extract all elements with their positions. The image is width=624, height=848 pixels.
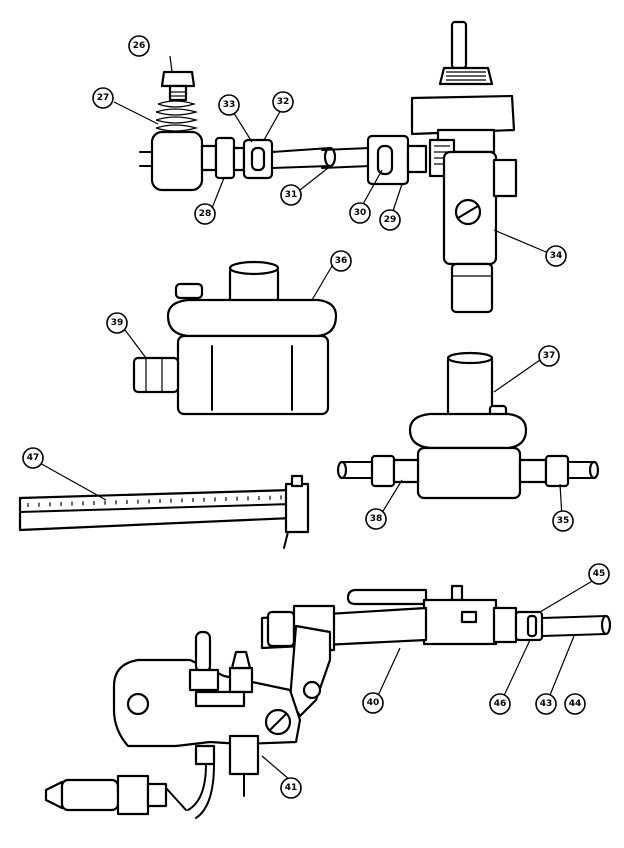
part-cap-26 xyxy=(160,70,196,102)
part-burner-47 xyxy=(18,474,310,549)
callout-26: 26 xyxy=(128,35,150,57)
part-regulator-37 xyxy=(408,351,528,500)
callout-33: 33 xyxy=(218,94,240,116)
part-thermostat-body-27 xyxy=(139,100,236,192)
part-fitting-35 xyxy=(518,454,600,488)
callout-32: 32 xyxy=(272,91,294,113)
svg-text:33: 33 xyxy=(223,100,236,110)
callout-45: 45 xyxy=(588,563,610,585)
part-fitting-33-32 xyxy=(232,138,337,180)
svg-text:31: 31 xyxy=(285,190,298,200)
svg-text:45: 45 xyxy=(593,569,606,579)
svg-text:47: 47 xyxy=(27,453,40,463)
callout-39: 39 xyxy=(106,312,128,334)
callout-37: 37 xyxy=(538,345,560,367)
part-gas-valve-34 xyxy=(410,20,518,314)
part-thermocouple-41 xyxy=(44,734,260,819)
part-pilot-assembly-40 xyxy=(112,584,612,748)
leader-lines xyxy=(37,55,595,781)
part-regulator-36 xyxy=(166,260,338,416)
callout-30: 30 xyxy=(349,202,371,224)
callout-31: 31 xyxy=(280,184,302,206)
svg-text:26: 26 xyxy=(133,41,146,51)
callout-41: 41 xyxy=(280,777,302,799)
svg-text:38: 38 xyxy=(370,514,383,524)
svg-text:46: 46 xyxy=(494,699,507,709)
part-tube-31 xyxy=(321,147,371,169)
part-fitting-30-29 xyxy=(366,134,428,186)
callout-47: 47 xyxy=(22,447,44,469)
svg-text:36: 36 xyxy=(335,256,348,266)
svg-text:40: 40 xyxy=(367,698,380,708)
svg-text:41: 41 xyxy=(285,783,298,793)
svg-text:30: 30 xyxy=(354,208,367,218)
burner-ports xyxy=(27,495,282,507)
callout-34: 34 xyxy=(545,245,567,267)
callout-28: 28 xyxy=(194,203,216,225)
svg-text:29: 29 xyxy=(384,215,397,225)
svg-text:43: 43 xyxy=(540,699,553,709)
svg-text:34: 34 xyxy=(550,251,563,261)
svg-text:32: 32 xyxy=(277,97,290,107)
callout-44: 44 xyxy=(564,693,586,715)
svg-text:28: 28 xyxy=(199,209,212,219)
callout-46: 46 xyxy=(489,693,511,715)
callout-38: 38 xyxy=(365,508,387,530)
callout-36: 36 xyxy=(330,250,352,272)
part-fitting-38 xyxy=(336,454,420,488)
callout-35: 35 xyxy=(552,510,574,532)
svg-text:44: 44 xyxy=(569,699,582,709)
svg-text:35: 35 xyxy=(557,516,570,526)
callout-40: 40 xyxy=(362,692,384,714)
svg-text:27: 27 xyxy=(97,93,110,103)
svg-text:39: 39 xyxy=(111,318,124,328)
callout-27: 27 xyxy=(92,87,114,109)
part-fitting-39 xyxy=(132,356,180,394)
svg-text:37: 37 xyxy=(543,351,556,361)
callout-43: 43 xyxy=(535,693,557,715)
callout-29: 29 xyxy=(379,209,401,231)
